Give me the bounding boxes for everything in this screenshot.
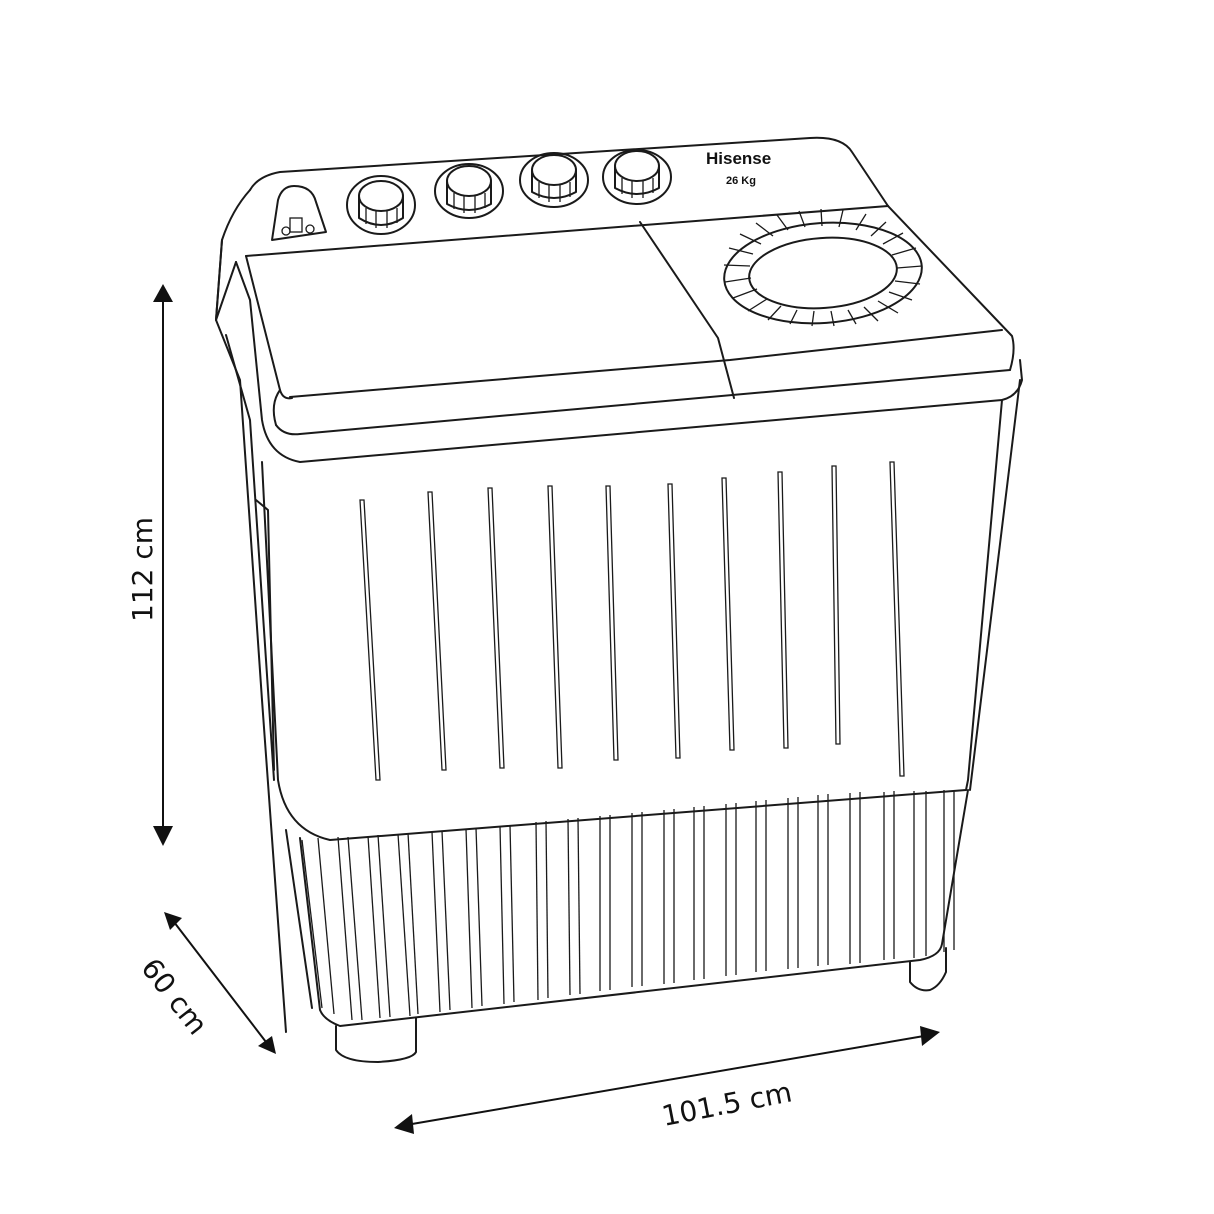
depth-label: 60 cm bbox=[134, 952, 214, 1041]
base-ribs bbox=[301, 790, 955, 1021]
arrow-up-icon bbox=[153, 284, 173, 302]
width-label: 101.5 cm bbox=[659, 1075, 795, 1133]
arrow-left-icon bbox=[394, 1114, 414, 1134]
timer-knob-2[interactable] bbox=[434, 163, 504, 219]
width-dimension: 101.5 cm bbox=[394, 1026, 940, 1134]
brand-logo: Hisense bbox=[706, 149, 771, 168]
height-label: 112 cm bbox=[126, 517, 159, 622]
timer-knob-1[interactable] bbox=[346, 175, 416, 235]
height-dimension: 112 cm bbox=[126, 284, 173, 846]
spin-lid-ring-icon bbox=[723, 208, 923, 327]
machine-body bbox=[215, 136, 1023, 1063]
depth-dimension: 60 cm bbox=[134, 912, 276, 1054]
arrow-down-right-icon bbox=[258, 1036, 276, 1054]
capacity-label: 26 Kg bbox=[726, 175, 756, 187]
arrow-right-icon bbox=[920, 1026, 940, 1046]
front-vent-slots bbox=[359, 461, 905, 781]
lid-latch-icon bbox=[271, 185, 327, 241]
arrow-up-left-icon bbox=[164, 912, 182, 930]
arrow-down-icon bbox=[153, 826, 173, 846]
timer-knob-4[interactable] bbox=[602, 149, 672, 205]
timer-knob-3[interactable] bbox=[519, 152, 589, 208]
